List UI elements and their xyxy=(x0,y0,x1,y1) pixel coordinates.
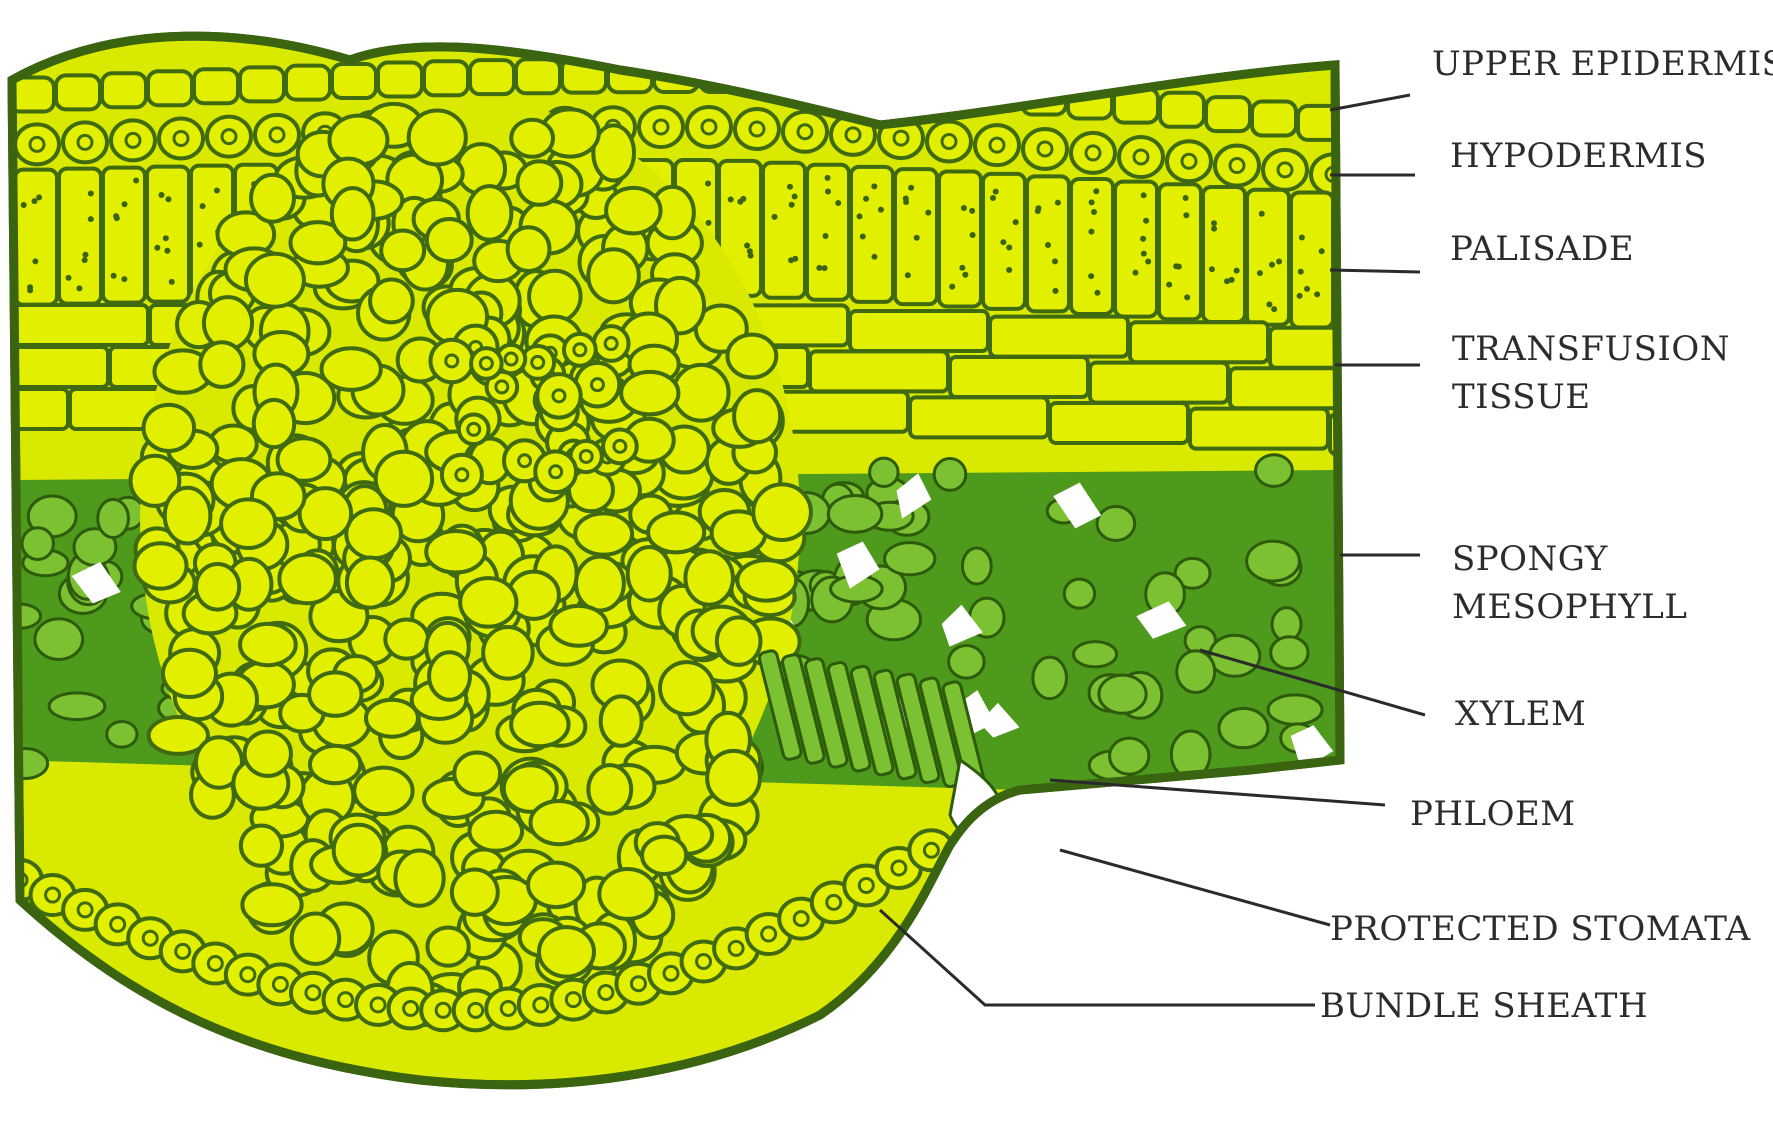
label-spongy-line-2: MESOPHYLL xyxy=(1452,583,1687,631)
label-spongy-mesophyll: SPONGY MESOPHYLL xyxy=(1452,535,1687,631)
label-bundle-sheath: BUNDLE SHEATH xyxy=(1320,982,1648,1030)
leader-upper-epidermis xyxy=(1330,95,1410,110)
leader-phloem xyxy=(1050,780,1385,805)
label-spongy-line-1: SPONGY xyxy=(1452,535,1687,583)
label-hypodermis: HYPODERMIS xyxy=(1450,132,1707,180)
label-palisade: PALISADE xyxy=(1450,225,1634,273)
leaf-body xyxy=(0,36,1468,1085)
label-transfusion-line-1: TRANSFUSION xyxy=(1452,325,1730,373)
leader-protected-stomata xyxy=(1060,850,1330,925)
leader-bundle-sheath xyxy=(880,910,1315,1005)
label-transfusion-line-2: TISSUE xyxy=(1452,373,1730,421)
label-xylem: XYLEM xyxy=(1455,690,1586,738)
label-protected-stomata: PROTECTED STOMATA xyxy=(1330,905,1751,953)
label-upper-epidermis: UPPER EPIDERMIS xyxy=(1432,40,1773,88)
leader-palisade xyxy=(1330,270,1420,272)
label-transfusion-tissue: TRANSFUSION TISSUE xyxy=(1452,325,1730,421)
label-phloem: PHLOEM xyxy=(1410,790,1576,838)
